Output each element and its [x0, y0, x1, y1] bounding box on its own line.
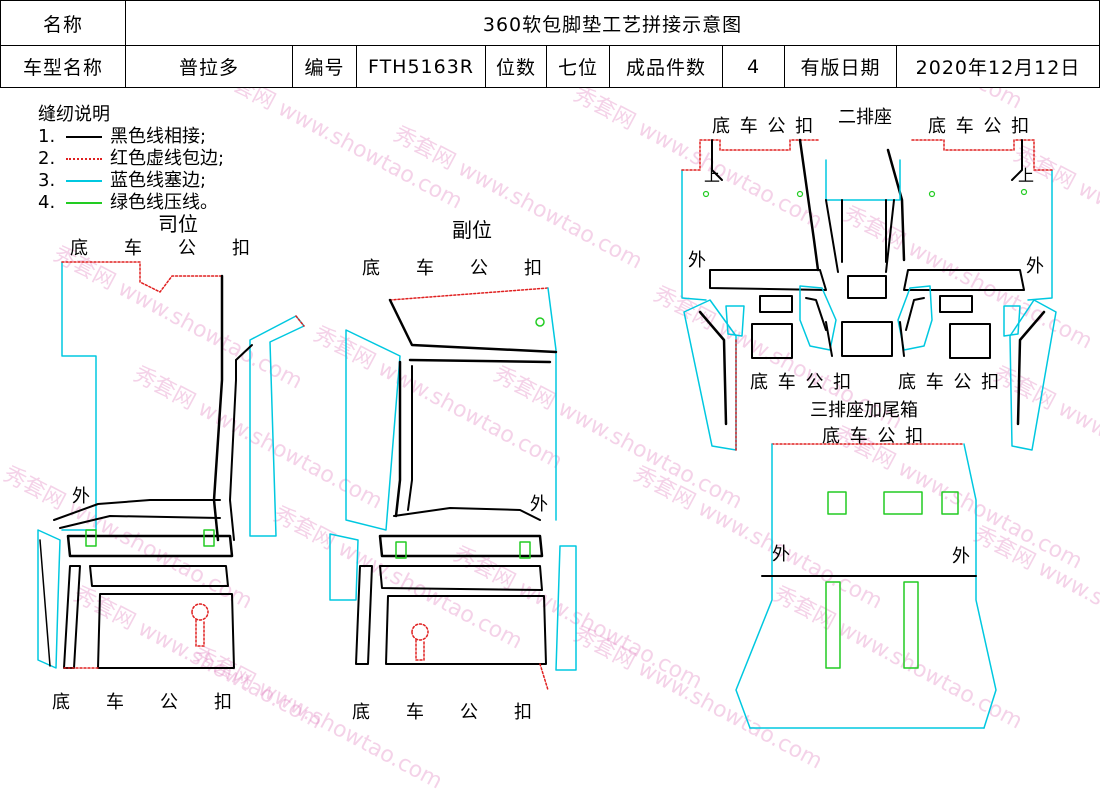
legend-item: 2. 红色虚线包边; — [38, 148, 224, 170]
model-value: 普拉多 — [125, 45, 293, 88]
passenger-title: 副位 — [452, 218, 492, 242]
legend-num: 3. — [38, 170, 56, 191]
second-row-mat — [681, 138, 1057, 451]
passenger-top-clip-label: 底 车 公 扣 — [362, 258, 542, 279]
legend-item: 1. 黑色线相接; — [38, 126, 224, 148]
legend-num: 2. — [38, 148, 56, 169]
sewing-legend: 缝纫说明 1. 黑色线相接; 2. 红色虚线包边; 3. 蓝色线塞边; 4. 绿… — [38, 104, 224, 214]
code-label: 编号 — [292, 45, 357, 88]
red-dotted-line-swatch — [66, 158, 102, 160]
second-row-left-outside-label: 外 — [688, 250, 706, 271]
date-value: 2020年12月12日 — [896, 45, 1100, 88]
legend-title: 缝纫说明 — [38, 104, 110, 125]
legend-text: 绿色线压线。 — [110, 192, 218, 213]
pieces-value: 4 — [722, 45, 785, 88]
seats-label: 位数 — [485, 45, 547, 88]
third-row-title: 三排座加尾箱 — [810, 400, 918, 421]
second-row-title: 二排座 — [838, 107, 892, 128]
black-line-swatch — [66, 136, 102, 138]
second-row-lower-right-clip-label: 底 车 公 扣 — [898, 372, 1002, 393]
green-line-swatch — [66, 202, 102, 204]
second-row-right-clip-label: 底 车 公 扣 — [928, 116, 1032, 137]
date-label: 有版日期 — [784, 45, 897, 88]
mat-pattern-diagram — [37, 138, 1057, 729]
second-row-left-up-label: 上 — [704, 166, 721, 185]
second-row-right-outside-label: 外 — [1026, 256, 1044, 277]
driver-title: 司位 — [158, 212, 198, 236]
third-row-left-outside-label: 外 — [772, 544, 790, 565]
seats-value: 七位 — [546, 45, 610, 88]
second-row-left-clip-label: 底 车 公 扣 — [712, 116, 816, 137]
cyan-line-swatch — [66, 180, 102, 182]
second-row-right-up-label: 上 — [1018, 166, 1035, 185]
legend-item: 3. 蓝色线塞边; — [38, 170, 224, 192]
header-table: 名称 360软包脚垫工艺拼接示意图 车型名称 普拉多 编号 FTH5163R 位… — [0, 0, 1100, 88]
legend-text: 黑色线相接; — [110, 126, 207, 147]
legend-text: 蓝色线塞边; — [110, 170, 207, 191]
second-row-lower-left-clip-label: 底 车 公 扣 — [750, 372, 854, 393]
model-label: 车型名称 — [0, 45, 126, 88]
driver-outside-label: 外 — [72, 486, 90, 507]
legend-text: 红色虚线包边; — [110, 148, 225, 169]
passenger-outside-label: 外 — [530, 494, 548, 515]
third-row-trunk-mat — [735, 443, 997, 729]
legend-item: 4. 绿色线压线。 — [38, 192, 224, 214]
code-value: FTH5163R — [356, 45, 486, 88]
driver-mat — [37, 261, 305, 669]
legend-num: 4. — [38, 192, 56, 213]
third-row-right-outside-label: 外 — [952, 546, 970, 567]
driver-bottom-clip-label: 底 车 公 扣 — [52, 692, 232, 713]
pieces-label: 成品件数 — [609, 45, 723, 88]
passenger-mat — [329, 287, 577, 691]
driver-top-clip-label: 底 车 公 扣 — [70, 238, 250, 259]
passenger-bottom-clip-label: 底 车 公 扣 — [352, 702, 532, 723]
third-row-clip-label: 底 车 公 扣 — [822, 426, 926, 447]
name-label: 名称 — [0, 0, 126, 46]
legend-num: 1. — [38, 126, 56, 147]
